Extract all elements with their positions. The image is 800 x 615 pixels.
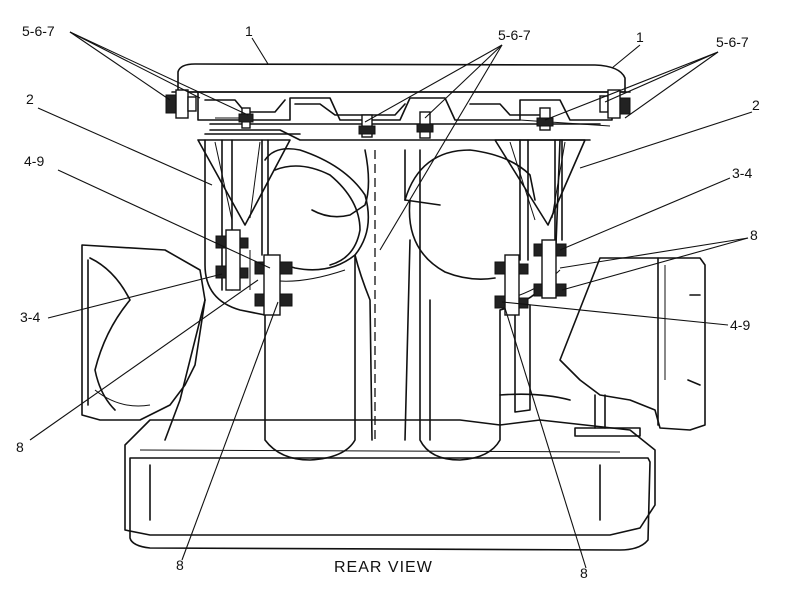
- base-pan: [124, 419, 656, 551]
- side-fasteners-right: [494, 239, 567, 316]
- top-bolt-left: [165, 89, 197, 119]
- callout-3-4-right: 3-4: [732, 165, 752, 181]
- top-bolt-left-2: [238, 107, 254, 129]
- side-fasteners-left: [215, 229, 293, 316]
- view-title: REAR VIEW: [334, 559, 433, 576]
- turbo-scrolls: [264, 147, 536, 280]
- callout-4-9-left: 4-9: [24, 153, 44, 169]
- left-elbow: [81, 244, 206, 421]
- callout-5-6-7-left: 5-6-7: [22, 23, 55, 39]
- top-bolt-center-1: [358, 114, 376, 138]
- top-bolt-right-1: [536, 107, 554, 131]
- callout-5-6-7-center: 5-6-7: [498, 27, 531, 43]
- callout-3-4-left: 3-4: [20, 309, 40, 325]
- callout-1-right: 1: [636, 29, 644, 45]
- manifold-housing: [164, 139, 571, 461]
- callout-labels: 5-6-7 1 5-6-7 1 5-6-7 2 2 4-9 3-4 8 3-4 …: [16, 23, 760, 581]
- callout-2-right: 2: [752, 97, 760, 113]
- callout-1-left: 1: [245, 23, 253, 39]
- callout-5-6-7-right: 5-6-7: [716, 34, 749, 50]
- top-bolt-right: [599, 89, 631, 119]
- callout-4-9-right: 4-9: [730, 317, 750, 333]
- right-elbow: [559, 257, 706, 437]
- callout-2-left: 2: [26, 91, 34, 107]
- callout-8-left-mid: 8: [16, 439, 24, 455]
- callout-8-bottom-right: 8: [580, 565, 588, 581]
- callout-8-right-upper: 8: [750, 227, 758, 243]
- top-bolt-center-2: [416, 111, 434, 139]
- support-wedges: [197, 139, 586, 291]
- top-fasteners: [165, 89, 631, 139]
- callout-8-bottom-left: 8: [176, 557, 184, 573]
- leader-lines: [29, 31, 753, 569]
